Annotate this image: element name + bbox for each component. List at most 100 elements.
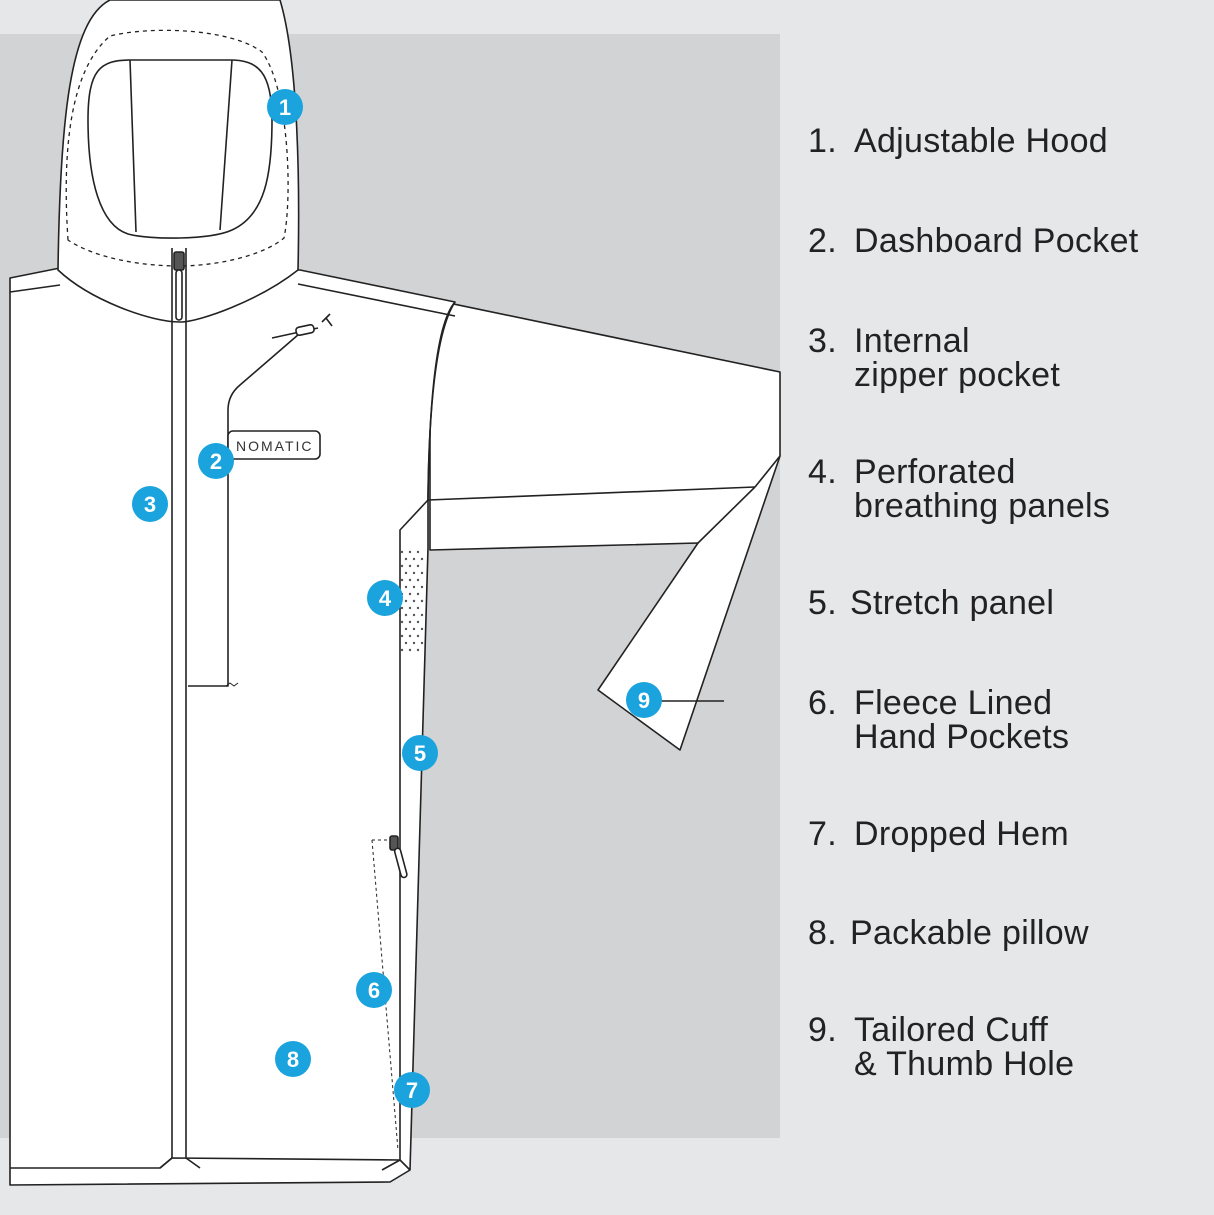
perforation-dot xyxy=(400,606,404,610)
callout-2: 2 xyxy=(198,443,234,479)
perforation-dot xyxy=(416,606,420,610)
perforation-dot xyxy=(408,606,412,610)
feature-item-4: 4. Perforated breathing panels xyxy=(808,455,1110,523)
center-zipper xyxy=(171,248,187,1158)
feature-number: 8. xyxy=(808,914,837,952)
svg-text:1: 1 xyxy=(279,95,291,120)
feature-text: Dropped Hem xyxy=(854,815,1069,853)
feature-item-6: 6. Fleece Lined Hand Pockets xyxy=(808,686,1069,754)
callout-9: 9 xyxy=(626,682,662,718)
perforation-dot xyxy=(400,550,404,554)
perforation-dot xyxy=(420,599,424,603)
feature-text: Fleece Lined xyxy=(854,684,1053,722)
perforation-dot xyxy=(408,592,412,596)
callout-5: 5 xyxy=(402,735,438,771)
perforation-dot xyxy=(420,571,424,575)
perforation-dot xyxy=(408,550,412,554)
feature-text-line2: Hand Pockets xyxy=(854,718,1070,756)
svg-text:5: 5 xyxy=(414,741,426,766)
hood-opening xyxy=(87,59,273,239)
pocket-drawcord xyxy=(271,313,333,339)
feature-item-8: 8.Packable pillow xyxy=(808,916,1089,950)
svg-text:2: 2 xyxy=(210,449,222,474)
zipper-pull xyxy=(173,251,185,321)
perforation-dot xyxy=(416,634,420,638)
svg-text:3: 3 xyxy=(144,492,156,517)
perforation-dot xyxy=(416,578,420,582)
perforation-dot xyxy=(404,571,408,575)
perforation-dot xyxy=(416,592,420,596)
perforation-dot xyxy=(404,599,408,603)
perforation-dot xyxy=(408,578,412,582)
feature-text-line2: zipper pocket xyxy=(854,356,1061,394)
dashboard-pocket xyxy=(188,327,307,687)
feature-text-line2: breathing panels xyxy=(854,487,1111,525)
perforation-dot xyxy=(408,564,412,568)
jacket-body xyxy=(9,267,456,1186)
perforated-panel xyxy=(400,550,424,652)
feature-text: Internal xyxy=(854,322,970,360)
nomatic-logo: NOMATIC xyxy=(236,438,314,454)
perforation-dot xyxy=(408,648,412,652)
callout-1: 1 xyxy=(267,89,303,125)
feature-number: 2. xyxy=(808,222,837,260)
perforation-dot xyxy=(404,585,408,589)
feature-text: Tailored Cuff xyxy=(854,1011,1049,1049)
perforation-dot xyxy=(404,557,408,561)
perforation-dot xyxy=(416,648,420,652)
perforation-dot xyxy=(420,627,424,631)
svg-text:4: 4 xyxy=(379,586,392,611)
perforation-dot xyxy=(420,641,424,645)
jacket-illustration: NOMATIC xyxy=(9,0,781,1186)
perforation-dot xyxy=(412,641,416,645)
feature-number: 1. xyxy=(808,122,837,160)
perforation-dot xyxy=(416,550,420,554)
feature-item-1: 1. Adjustable Hood xyxy=(808,124,1108,158)
stretch-panel xyxy=(399,499,429,1160)
callout-3: 3 xyxy=(132,486,168,522)
perforation-dot xyxy=(416,564,420,568)
perforation-dot xyxy=(400,620,404,624)
perforation-dot xyxy=(412,557,416,561)
feature-number: 4. xyxy=(808,453,837,491)
nomatic-logo-box xyxy=(227,430,321,460)
feature-item-2: 2. Dashboard Pocket xyxy=(808,224,1139,258)
perforation-dot xyxy=(420,557,424,561)
svg-text:9: 9 xyxy=(638,688,650,713)
perforation-dot xyxy=(408,634,412,638)
feature-number: 9. xyxy=(808,1011,837,1049)
perforation-dot xyxy=(412,599,416,603)
perforation-dot xyxy=(400,564,404,568)
perforation-dot xyxy=(400,578,404,582)
perforation-dot xyxy=(400,634,404,638)
feature-item-5: 5. Stretch panel xyxy=(808,586,1054,620)
callout-6: 6 xyxy=(356,972,392,1008)
perforation-dot xyxy=(404,627,408,631)
perforation-dot xyxy=(408,620,412,624)
feature-text: Stretch panel xyxy=(850,584,1055,622)
feature-text-line2: & Thumb Hole xyxy=(854,1045,1075,1083)
feature-number: 5. xyxy=(808,584,837,622)
callout-8: 8 xyxy=(275,1041,311,1077)
svg-text:6: 6 xyxy=(368,978,380,1003)
callout-markers: 1 2 3 4 5 6 7 8 9 xyxy=(132,89,662,1108)
feature-text: Dashboard Pocket xyxy=(854,222,1139,260)
svg-text:7: 7 xyxy=(406,1078,418,1103)
feature-item-7: 7.Dropped Hem xyxy=(808,817,1069,851)
perforation-dot xyxy=(412,571,416,575)
feature-item-3: 3. Internal zipper pocket xyxy=(808,324,1060,392)
perforation-dot xyxy=(420,585,424,589)
perforation-dot xyxy=(404,613,408,617)
feature-number: 6. xyxy=(808,684,837,722)
perforation-dot xyxy=(404,641,408,645)
perforation-dot xyxy=(416,620,420,624)
callout-4: 4 xyxy=(367,580,403,616)
feature-number: 3. xyxy=(808,322,837,360)
feature-item-9: 9. Tailored Cuff & Thumb Hole xyxy=(808,1013,1074,1081)
feature-text: Perforated xyxy=(854,453,1016,491)
feature-text: Adjustable Hood xyxy=(854,122,1109,160)
perforation-dot xyxy=(400,648,404,652)
callout-7: 7 xyxy=(394,1072,430,1108)
svg-text:8: 8 xyxy=(287,1047,299,1072)
